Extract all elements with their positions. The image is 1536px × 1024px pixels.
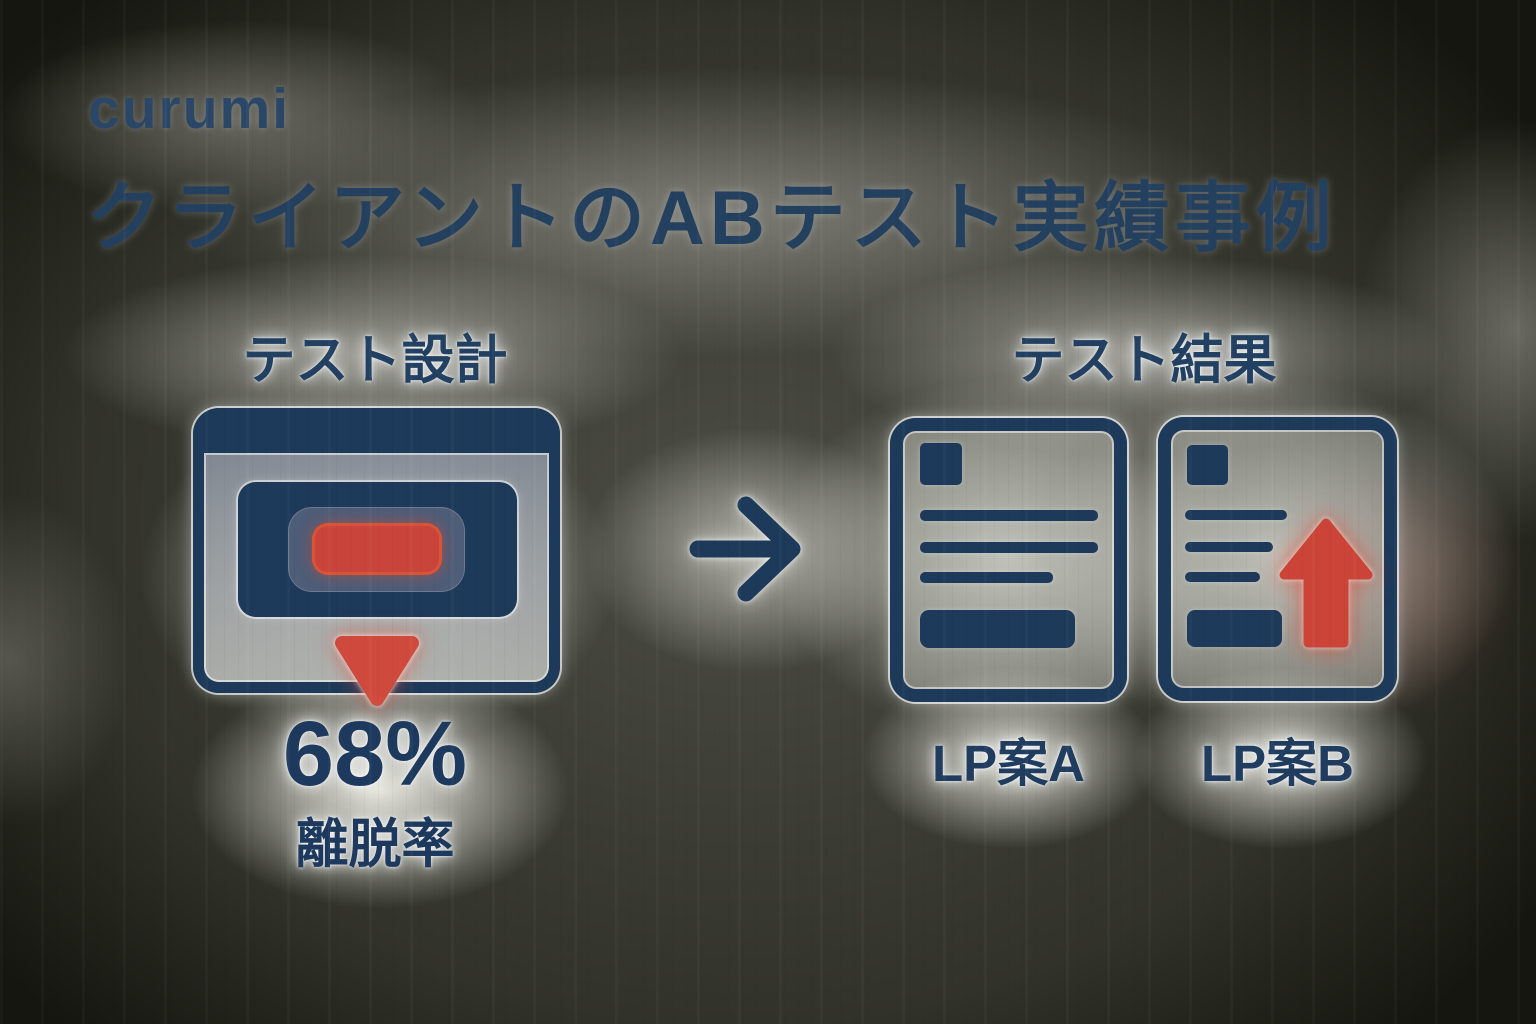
lp-variant-b-label: LP案B	[1200, 735, 1354, 792]
browser-window-icon	[193, 408, 560, 693]
doc-a-image-square	[920, 443, 962, 485]
lp-variant-b-document-icon	[1158, 417, 1397, 701]
page-title: クライアントのABテスト実績事例	[86, 176, 1337, 261]
doc-a-text-line	[920, 572, 1053, 583]
brand-logo: curumi	[88, 77, 291, 141]
lp-variant-a-label: LP案A	[931, 735, 1085, 792]
doc-b-text-line	[1185, 510, 1287, 520]
bounce-rate-value: 68%	[282, 703, 468, 805]
doc-a-text-line	[920, 542, 1098, 553]
cta-button-shape	[312, 523, 442, 575]
doc-b-text-line	[1185, 572, 1260, 582]
arrow-right-icon	[689, 496, 801, 602]
test-design-label: テスト設計	[242, 331, 508, 390]
lp-variant-a-document-icon	[890, 418, 1127, 702]
arrow-up-icon	[1279, 518, 1373, 648]
doc-b-text-line	[1185, 542, 1273, 552]
bounce-rate-label: 離脱率	[295, 815, 455, 874]
cta-frame	[288, 507, 465, 592]
doc-a-button-block	[920, 610, 1075, 648]
doc-b-button-block	[1187, 610, 1282, 647]
doc-b-image-square	[1187, 445, 1228, 485]
test-results-label: テスト結果	[1011, 331, 1277, 390]
doc-a-text-line	[920, 510, 1098, 521]
arrow-down-triangle-icon	[335, 636, 419, 706]
window-content-panel	[238, 482, 517, 617]
